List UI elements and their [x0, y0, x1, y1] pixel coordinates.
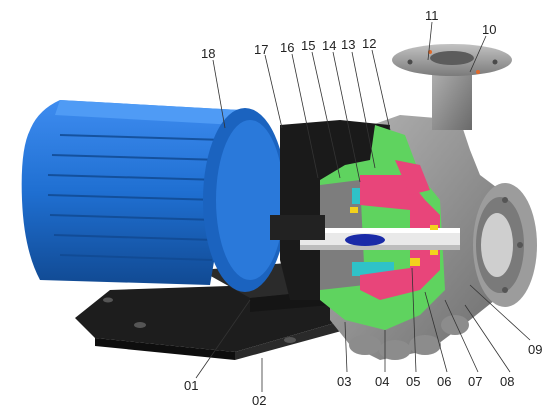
callout-10: 10 [482, 22, 496, 37]
callout-17: 17 [254, 42, 268, 57]
callout-16: 16 [280, 40, 294, 55]
callout-08: 08 [500, 374, 514, 389]
callout-07: 07 [468, 374, 482, 389]
callout-12: 12 [362, 36, 376, 51]
motor-cooling-fins [47, 134, 226, 261]
impeller-rotor [360, 160, 440, 300]
motor-housing [21, 100, 287, 292]
pump-shaft [270, 215, 460, 250]
callout-04: 04 [375, 374, 389, 389]
callout-05: 05 [406, 374, 420, 389]
discharge-nozzle [392, 44, 512, 130]
callout-14: 14 [322, 38, 336, 53]
bushings [350, 207, 438, 266]
callout-09: 09 [528, 342, 542, 357]
callout-labels: 18 17 16 15 14 13 12 11 10 09 08 07 06 0… [184, 8, 542, 407]
leader-lines [195, 21, 531, 392]
callout-03: 03 [337, 374, 351, 389]
callout-18: 18 [201, 46, 215, 61]
callout-15: 15 [301, 38, 315, 53]
callout-11: 11 [425, 8, 439, 23]
callout-01: 01 [184, 378, 198, 393]
callout-02: 02 [252, 393, 266, 407]
callout-06: 06 [437, 374, 451, 389]
callout-13: 13 [341, 37, 355, 52]
